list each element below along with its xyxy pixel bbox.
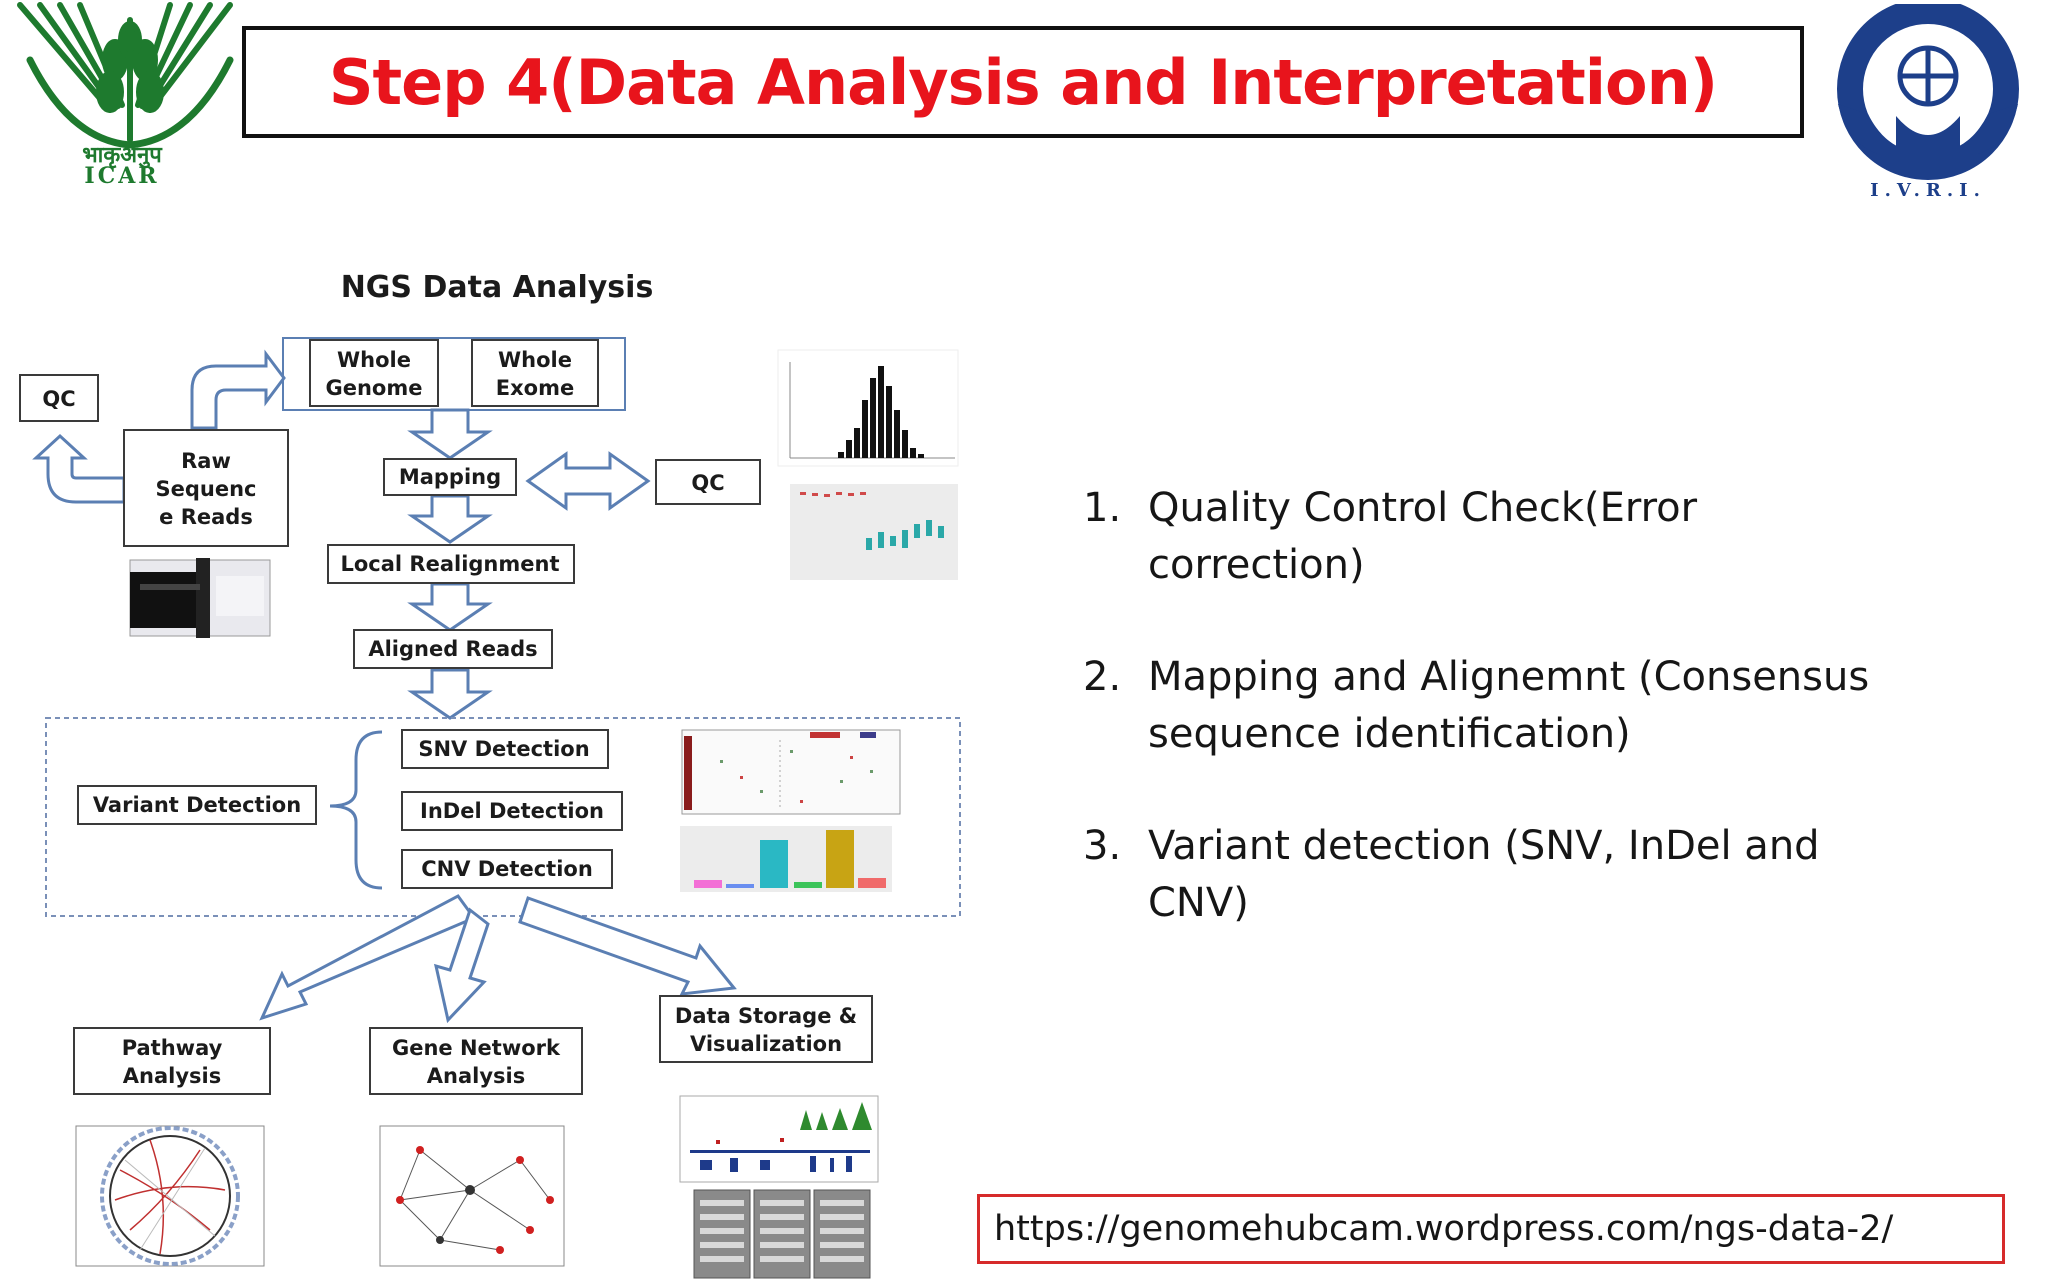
pathway-analysis-line2: Analysis: [123, 1064, 221, 1088]
ngs-flow-diagram: NGS Data Analysis Whole Genome Whole Exo…: [19, 270, 961, 1279]
step-number: 2.: [1083, 654, 1122, 700]
icar-text: ICAR: [84, 163, 159, 189]
snv-detection-box: [401, 729, 609, 769]
whole-exome-line1: Whole: [498, 348, 572, 372]
mapping-label: Mapping: [399, 465, 501, 489]
icar-wheat-logo-icon: [17, 2, 234, 149]
genome-browser-icon: [679, 1095, 879, 1183]
icar-logo: भाकृअनुप ICAR: [17, 2, 234, 189]
step-item: 2. Mapping and Alignemnt (Consensus sequ…: [1080, 649, 1900, 763]
data-storage-box: [659, 995, 873, 1063]
whole-exome-line2: Exome: [496, 376, 574, 400]
slide-title: Step 4(Data Analysis and Interpretation): [242, 26, 1804, 138]
heatmap-thumbnail-icon: [681, 729, 901, 815]
diagram-title: NGS Data Analysis: [341, 270, 654, 305]
bar-chart-thumbnail-icon: [680, 826, 892, 892]
arrow-to-data-storage: [518, 896, 737, 996]
slide-title-text: Step 4(Data Analysis and Interpretation): [328, 45, 1718, 119]
qc-right-box: [655, 459, 761, 505]
steps-list: 1. Quality Control Check(Error correctio…: [1080, 480, 1900, 987]
gene-network-line2: Analysis: [427, 1064, 525, 1088]
boxplot-thumbnail-icon: [790, 484, 958, 580]
data-storage-line1: Data Storage &: [675, 1004, 857, 1028]
step-text: Mapping and Alignemnt (Consensus sequenc…: [1148, 654, 1870, 757]
variant-brace: [329, 730, 383, 890]
arrow-down-2: [407, 494, 493, 544]
data-storage-line2: Visualization: [690, 1032, 842, 1056]
variant-detection-group: [45, 717, 961, 917]
arrow-mapping-qc: [525, 451, 651, 511]
cnv-detection-box: [401, 849, 613, 889]
indel-detection-box: [401, 791, 623, 831]
qc-right-label: QC: [691, 471, 724, 495]
whole-genome-box: [309, 339, 439, 407]
raw-reads-line1: Raw: [181, 449, 231, 473]
cnv-detection-label: CNV Detection: [421, 857, 593, 881]
aligned-reads-box: [353, 629, 553, 669]
local-realignment-box: [327, 544, 575, 584]
indel-detection-label: InDel Detection: [420, 799, 604, 823]
ivri-text: I.V.R.I.: [1870, 180, 1986, 201]
ivri-emblem-icon: [1837, 4, 2019, 180]
step-item: 1. Quality Control Check(Error correctio…: [1080, 480, 1900, 594]
gene-network-line1: Gene Network: [392, 1036, 561, 1060]
circos-plot-icon: [75, 1125, 265, 1267]
local-realignment-label: Local Realignment: [340, 552, 559, 576]
source-url-box: https://genomehubcam.wordpress.com/ngs-d…: [977, 1194, 2005, 1264]
step-text: Variant detection (SNV, InDel and CNV): [1148, 823, 1820, 926]
whole-genome-line1: Whole: [337, 348, 411, 372]
aligned-reads-label: Aligned Reads: [368, 637, 537, 661]
raw-reads-box: [123, 429, 289, 547]
pathway-analysis-box: [73, 1027, 271, 1095]
snv-detection-label: SNV Detection: [418, 737, 589, 761]
arrow-down-3: [407, 582, 493, 632]
arrow-raw-to-qc: [32, 433, 126, 504]
step-text: Quality Control Check(Error correction): [1148, 485, 1698, 588]
whole-genome-line2: Genome: [326, 376, 423, 400]
variant-detection-box: [77, 785, 317, 825]
step-number: 3.: [1083, 823, 1122, 869]
gene-network-box: [369, 1027, 583, 1095]
qc-left-label: QC: [42, 387, 75, 411]
ivri-logo: I.V.R.I.: [1837, 4, 2019, 201]
raw-reads-line3: e Reads: [159, 505, 253, 529]
arrow-down-4: [407, 668, 493, 720]
mapping-box: [383, 458, 517, 496]
icar-hindi-text: भाकृअनुप: [82, 142, 163, 169]
sequencer-machine-icon: [129, 558, 271, 638]
step-number: 1.: [1083, 485, 1122, 531]
arrow-to-pathway: [259, 894, 477, 1021]
histogram-thumbnail-icon: [777, 349, 959, 467]
step-item: 3. Variant detection (SNV, InDel and CNV…: [1080, 818, 1900, 932]
arrow-to-gene-network: [433, 907, 490, 1024]
qc-left-box: [19, 374, 99, 422]
whole-exome-box: [471, 339, 599, 407]
network-graph-icon: [379, 1125, 565, 1267]
source-url[interactable]: https://genomehubcam.wordpress.com/ngs-d…: [994, 1209, 1894, 1249]
arrow-raw-to-genome: [190, 349, 286, 430]
arrow-down-1: [407, 408, 493, 460]
server-stack-icon: [693, 1189, 871, 1279]
pathway-analysis-line1: Pathway: [122, 1036, 223, 1060]
raw-reads-line2: Sequenc: [156, 477, 257, 501]
variant-detection-label: Variant Detection: [93, 793, 301, 817]
